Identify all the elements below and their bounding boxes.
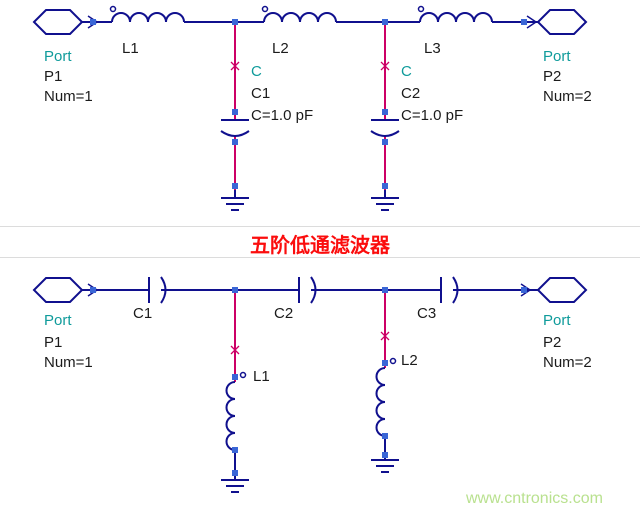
capacitor-c2-symbol: [298, 276, 317, 304]
ground-symbol: [221, 479, 249, 493]
net-cross-icon: [230, 61, 240, 71]
capacitor-c3-symbol: [440, 276, 459, 304]
ground-symbol: [371, 190, 399, 211]
section-divider: [0, 257, 640, 258]
pin-node: [382, 139, 388, 145]
pin-node: [382, 433, 388, 439]
inductor-name-label: L2: [401, 352, 418, 369]
port-name-label: P1: [44, 68, 63, 85]
inductor-coil: [225, 381, 236, 451]
pin1-dot-icon: [417, 5, 425, 13]
port-p1-symbol: [32, 277, 84, 303]
capacitor-c1-branch: [220, 19, 250, 211]
port-name-label: P2: [543, 334, 562, 351]
capacitor-c1-symbol: [148, 276, 167, 304]
pin-node: [232, 183, 238, 189]
port-p2-symbol: [536, 277, 588, 303]
inductor-name-label: L3: [424, 40, 441, 57]
net-cross-icon: [380, 61, 390, 71]
capacitor-value-label: C=1.0 pF: [401, 107, 464, 124]
inductor-l2-symbol: [261, 5, 337, 23]
junction-node: [232, 287, 238, 293]
port-num-label: Num=1: [44, 354, 93, 371]
capacitor-name-label: C1: [251, 85, 271, 102]
capacitor-name-label: C2: [401, 85, 421, 102]
pin-node: [232, 374, 238, 380]
pin1-dot-icon: [109, 5, 117, 13]
pin-node: [90, 287, 96, 293]
pin-node: [232, 109, 238, 115]
section-divider: [0, 226, 640, 227]
capacitor-type-label: C: [401, 63, 412, 80]
pin-node: [90, 19, 96, 25]
port-num-label: Num=1: [44, 88, 93, 105]
pin-chevron-icon: [87, 15, 99, 29]
net-cross-icon: [230, 345, 240, 355]
capacitor-name-label: C1: [133, 305, 153, 322]
inductor-l3-symbol: [417, 5, 493, 23]
pin-node: [232, 139, 238, 145]
pin-node: [382, 452, 388, 458]
pin-node: [232, 470, 238, 476]
port-p1-symbol: [32, 9, 84, 35]
inductor-name-label: L1: [253, 368, 270, 385]
port-name-label: P2: [543, 68, 562, 85]
capacitor-plate: [370, 130, 400, 137]
inductor-l2-branch: [371, 287, 399, 473]
pin-node: [232, 447, 238, 453]
pin1-dot-icon: [261, 5, 269, 13]
capacitor-name-label: C2: [274, 305, 294, 322]
port-type-label: Port: [543, 312, 571, 329]
capacitor-name-label: C3: [417, 305, 437, 322]
pin-node: [382, 183, 388, 189]
inductor-l1-symbol: [109, 5, 185, 23]
inductor-name-label: L2: [272, 40, 289, 57]
port-p2-symbol: [536, 9, 588, 35]
bottom-circuit: [32, 276, 588, 493]
top-circuit: [32, 5, 588, 211]
ground-symbol: [221, 190, 249, 211]
pin-node: [521, 19, 527, 25]
port-num-label: Num=2: [543, 354, 592, 371]
capacitor-type-label: C: [251, 63, 262, 80]
ground-symbol: [371, 459, 399, 473]
port-type-label: Port: [44, 312, 72, 329]
port-type-label: Port: [543, 48, 571, 65]
pin1-dot-icon: [239, 371, 247, 379]
inductor-coil: [375, 367, 386, 437]
pin-chevron-icon: [520, 283, 532, 297]
inductor-name-label: L1: [122, 40, 139, 57]
site-watermark: www.cntronics.com: [466, 490, 603, 507]
junction-node: [382, 19, 388, 25]
port-num-label: Num=2: [543, 88, 592, 105]
pin-node: [382, 109, 388, 115]
pin-node: [521, 287, 527, 293]
capacitor-plate: [220, 130, 250, 137]
pin-chevron-icon: [526, 15, 538, 29]
pin-node: [382, 360, 388, 366]
pin1-dot-icon: [389, 357, 397, 365]
capacitor-value-label: C=1.0 pF: [251, 107, 314, 124]
junction-node: [382, 287, 388, 293]
capacitor-c2-branch: [370, 19, 400, 211]
pin-chevron-icon: [87, 283, 99, 297]
port-name-label: P1: [44, 334, 63, 351]
junction-node: [232, 19, 238, 25]
net-cross-icon: [380, 331, 390, 341]
section-title: 五阶低通滤波器: [250, 235, 390, 257]
port-type-label: Port: [44, 48, 72, 65]
inductor-l1-branch: [221, 287, 249, 493]
